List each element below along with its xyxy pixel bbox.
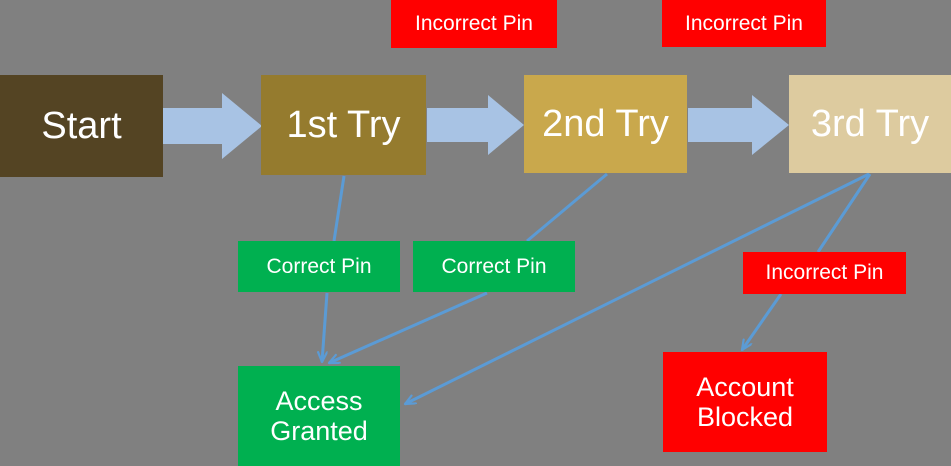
node-3rd-try[interactable]: 3rd Try xyxy=(789,75,951,173)
node-3rd-try-label: 3rd Try xyxy=(810,102,930,145)
label-correct-pin-1[interactable]: Correct Pin xyxy=(238,241,400,292)
connector-try3-to-incorrect3 xyxy=(816,173,872,253)
node-2nd-try-label: 2nd Try xyxy=(542,102,669,145)
node-account-blocked[interactable]: Account Blocked xyxy=(663,352,827,452)
label-correct-pin-2-text: Correct Pin xyxy=(441,254,547,278)
node-1st-try-label: 1st Try xyxy=(286,103,401,146)
connector-correct1-to-access xyxy=(322,292,329,362)
block-arrow-try1-to-try2 xyxy=(427,95,524,155)
block-arrow-start-to-try1 xyxy=(163,93,262,159)
label-correct-pin-2[interactable]: Correct Pin xyxy=(413,241,575,292)
label-incorrect-pin-1[interactable]: Incorrect Pin xyxy=(391,0,557,48)
block-arrow-try2-to-try3 xyxy=(688,95,789,155)
connector-incorrect3-to-blocked xyxy=(740,293,783,350)
label-incorrect-pin-2-text: Incorrect Pin xyxy=(685,11,803,35)
label-correct-pin-1-text: Correct Pin xyxy=(266,254,372,278)
node-2nd-try[interactable]: 2nd Try xyxy=(524,75,687,173)
node-access-granted[interactable]: Access Granted xyxy=(238,366,400,466)
node-start[interactable]: Start xyxy=(0,75,163,177)
connector-try1-to-correct1 xyxy=(332,175,346,242)
node-access-granted-label: Access Granted xyxy=(270,385,368,446)
connector-try2-to-correct2 xyxy=(526,172,608,243)
label-incorrect-pin-3-text: Incorrect Pin xyxy=(765,261,884,285)
node-account-blocked-label: Account Blocked xyxy=(696,371,794,432)
node-1st-try[interactable]: 1st Try xyxy=(261,75,426,175)
label-incorrect-pin-1-text: Incorrect Pin xyxy=(415,12,533,36)
label-incorrect-pin-3[interactable]: Incorrect Pin xyxy=(743,252,906,294)
connector-correct2-to-access xyxy=(329,291,488,365)
node-start-label: Start xyxy=(41,104,122,147)
label-incorrect-pin-2[interactable]: Incorrect Pin xyxy=(662,0,826,47)
